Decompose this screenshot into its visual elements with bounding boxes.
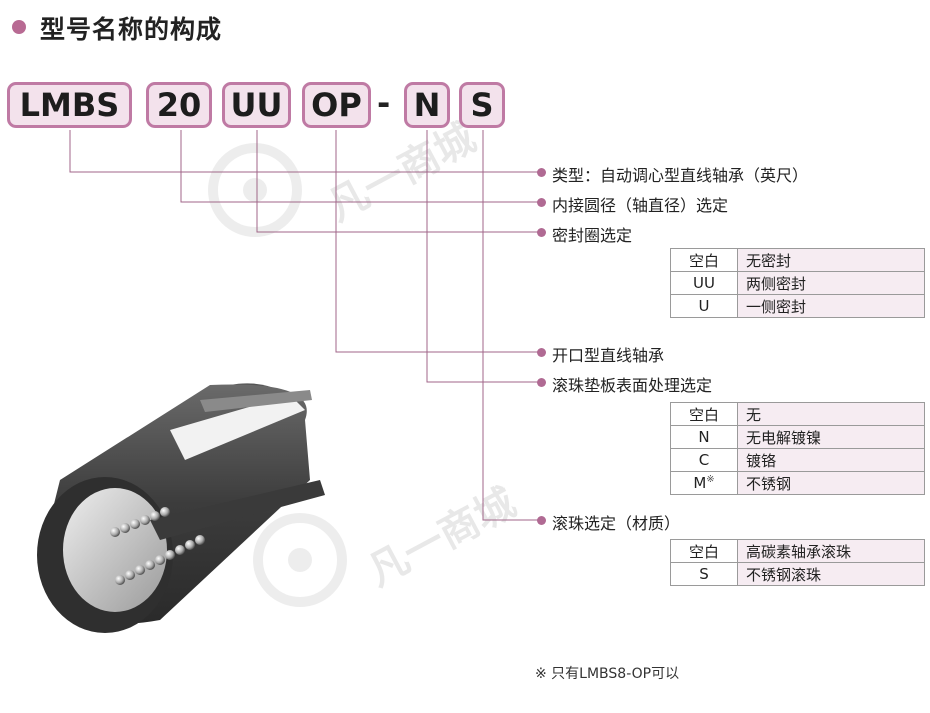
table-row: UU 两侧密封 — [670, 271, 925, 295]
table-value: 无密封 — [737, 248, 925, 272]
table-value: 无电解镀镍 — [737, 425, 925, 449]
linear-bearing-illustration — [37, 383, 325, 633]
label-type: 类型：自动调心型直线轴承（英尺） — [552, 166, 809, 185]
table-key: N — [670, 425, 738, 449]
item-bullet — [537, 168, 546, 177]
table-row: 空白 无 — [670, 402, 925, 426]
item-bullet — [537, 516, 546, 525]
table-row: N 无电解镀镍 — [670, 425, 925, 449]
code-part-diameter: 20 — [146, 82, 212, 128]
code-part-surface: N — [404, 82, 450, 128]
table-row: 空白 无密封 — [670, 248, 925, 272]
table-key-cell: M※ — [670, 471, 738, 495]
table-key: S — [670, 562, 738, 586]
table-row: 空白 高碳素轴承滚珠 — [670, 539, 925, 563]
label-seal: 密封圈选定 — [552, 226, 633, 245]
table-key: C — [670, 448, 738, 472]
table-key: 空白 — [670, 402, 738, 426]
table-key: M — [693, 474, 707, 492]
surface-options-table: 空白 无 N 无电解镀镍 C 镀铬 M※ 不锈钢 — [670, 402, 925, 495]
table-value: 两侧密封 — [737, 271, 925, 295]
seal-options-table: 空白 无密封 UU 两侧密封 U 一侧密封 — [670, 248, 925, 318]
table-value: 高碳素轴承滚珠 — [737, 539, 925, 563]
item-bullet — [537, 378, 546, 387]
table-key: 空白 — [670, 539, 738, 563]
table-row: C 镀铬 — [670, 448, 925, 472]
title-bullet — [12, 20, 26, 34]
code-part-open-type: OP — [302, 82, 371, 128]
item-bullet — [537, 348, 546, 357]
code-part-ball: S — [459, 82, 505, 128]
footnote-mark: ※ — [706, 474, 715, 485]
label-inner-diameter: 内接圆径（轴直径）选定 — [552, 196, 729, 215]
page-title: 型号名称的构成 — [40, 15, 223, 44]
table-value: 无 — [737, 402, 925, 426]
footnote: ※ 只有LMBS8-OP可以 — [535, 666, 680, 682]
table-value: 镀铬 — [737, 448, 925, 472]
label-surface-treatment: 滚珠垫板表面处理选定 — [552, 376, 713, 395]
item-bullet — [537, 228, 546, 237]
table-key: U — [670, 294, 738, 318]
table-row: U 一侧密封 — [670, 294, 925, 318]
table-row: M※ 不锈钢 — [670, 471, 925, 495]
code-part-seal: UU — [222, 82, 291, 128]
table-row: S 不锈钢滚珠 — [670, 562, 925, 586]
table-value: 不锈钢 — [737, 471, 925, 495]
code-dash: - — [377, 84, 391, 122]
table-key: 空白 — [670, 248, 738, 272]
item-bullet — [537, 198, 546, 207]
code-part-series: LMBS — [7, 82, 132, 128]
label-ball-material: 滚珠选定（材质） — [552, 514, 681, 533]
table-value: 不锈钢滚珠 — [737, 562, 925, 586]
ball-options-table: 空白 高碳素轴承滚珠 S 不锈钢滚珠 — [670, 539, 925, 586]
table-key: UU — [670, 271, 738, 295]
label-open-type: 开口型直线轴承 — [552, 346, 665, 365]
table-value: 一侧密封 — [737, 294, 925, 318]
